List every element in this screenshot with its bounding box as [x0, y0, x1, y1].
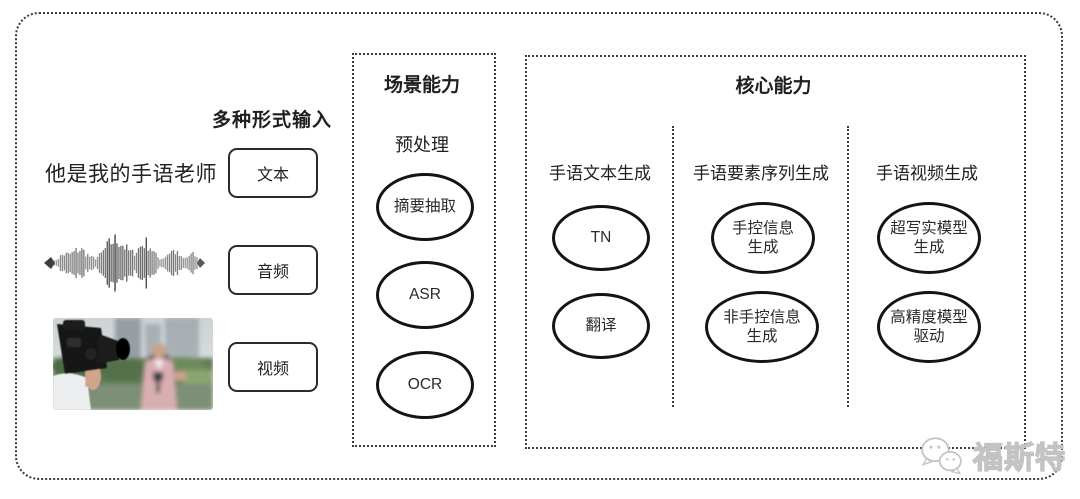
node-high-precision-model-driving: 高精度模型 驱动 — [877, 291, 981, 363]
audio-waveform-icon — [44, 234, 205, 292]
column-header-sign-element-sequence-generation: 手语要素序列生成 — [693, 164, 829, 183]
input-type-video-label: 视频 — [256, 361, 289, 378]
scene-box-subtitle: 预处理 — [395, 135, 449, 155]
scene-box-title: 场景能力 — [383, 75, 460, 96]
node-translation: 翻译 — [552, 293, 650, 359]
input-type-text-label: 文本 — [256, 167, 289, 184]
input-type-audio-label: 音频 — [256, 264, 289, 281]
watermark-text: 福斯特 — [972, 441, 1066, 475]
node-manual-info-generation: 手控信息 生成 — [711, 202, 815, 274]
node-non-manual-info-generation: 非手控信息 生成 — [705, 291, 819, 363]
core-box-title: 核心能力 — [735, 76, 812, 97]
node-summary-extraction: 摘要抽取 — [376, 173, 474, 241]
node-hyperrealistic-model-generation: 超写实模型 生成 — [877, 202, 981, 274]
node-ocr: OCR — [376, 351, 474, 419]
node-tn: TN — [552, 205, 650, 271]
core-column-divider-2 — [847, 126, 849, 407]
column-header-sign-text-generation: 手语文本生成 — [549, 164, 651, 183]
input-type-audio-box: 音频 — [228, 245, 318, 295]
core-column-divider-1 — [672, 126, 674, 407]
wechat-bubbles-icon — [921, 437, 962, 475]
input-type-video-box: 视频 — [228, 342, 318, 392]
reporter-photo — [53, 318, 213, 410]
column-header-sign-video-generation: 手语视频生成 — [876, 164, 978, 183]
node-asr: ASR — [376, 261, 474, 329]
input-text-sample: 他是我的手语老师 — [45, 163, 217, 186]
input-type-text-box: 文本 — [228, 148, 318, 198]
watermark: 福斯特 — [916, 427, 1066, 483]
input-section-header: 多种形式输入 — [212, 110, 333, 131]
outer-dotted-border — [15, 12, 1063, 480]
